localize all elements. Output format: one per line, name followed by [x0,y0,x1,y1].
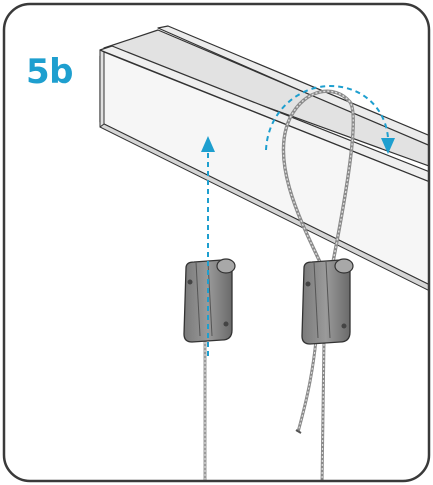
right-hanger [301,258,354,345]
step-label: 5b [26,52,74,92]
hanging-rail [99,25,429,297]
rotate-cw-icon [265,84,395,154]
left-hanger [183,258,236,343]
arrow-up-icon [201,136,215,356]
right-cord [281,89,355,481]
